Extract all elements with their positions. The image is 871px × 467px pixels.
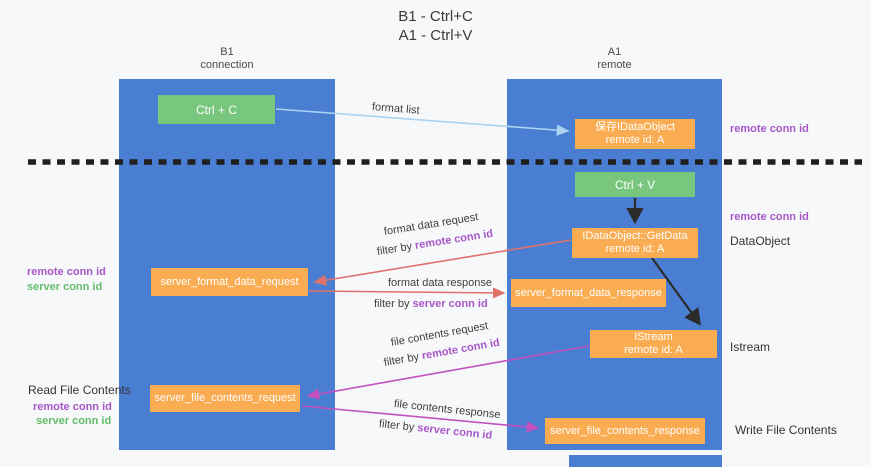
remote-conn-id-right-top: remote conn id — [730, 123, 809, 135]
right-column-header: A1 remote — [507, 46, 722, 72]
istream-box: IStream remote id: A — [590, 330, 717, 358]
server-file-contents-response-label: server_file_contents_response — [550, 424, 700, 437]
istream-side-label: Istream — [730, 340, 771, 354]
save-dataobject-line2: remote id: A — [605, 134, 665, 146]
server-format-data-request-label: server_format_data_request — [160, 275, 299, 288]
server-file-contents-request-box: server_file_contents_request — [150, 385, 300, 412]
file-contents-response-label: file contents response — [393, 398, 502, 422]
ctrl-c-box: Ctrl + C — [158, 95, 275, 124]
format-list-label: format list — [371, 101, 421, 117]
dataobject-label: DataObject — [730, 234, 791, 248]
right-column-role: remote — [597, 59, 632, 71]
ctrl-c-label: Ctrl + C — [195, 102, 237, 117]
server-format-data-response-box: server_format_data_response — [511, 279, 666, 307]
left-column-header: B1 connection — [119, 46, 335, 72]
filter-by-text: filter by — [374, 298, 413, 310]
left-column-name: B1 — [220, 46, 234, 58]
write-file-contents-label: Write File Contents — [735, 423, 837, 437]
file-contents-response-filter-label: filter by server conn id — [378, 418, 492, 442]
diagram-title: B1 - Ctrl+C A1 - Ctrl+V — [0, 7, 871, 45]
filter-by-text: filter by — [376, 240, 416, 258]
remote-conn-id-right-mid: remote conn id — [730, 211, 809, 223]
server-conn-id-left-bottom: server conn id — [36, 415, 112, 427]
server-file-contents-request-label: server_file_contents_request — [154, 392, 296, 404]
left-column-role: connection — [200, 59, 254, 71]
title-line-1: B1 - Ctrl+C — [398, 8, 473, 25]
getdata-line2: remote id: A — [605, 243, 665, 255]
remote-conn-id-left: remote conn id — [27, 266, 106, 278]
server-conn-id-left: server conn id — [27, 281, 103, 293]
filter-by-text: filter by — [378, 418, 418, 434]
right-column-name: A1 — [607, 46, 622, 58]
format-data-response-filter-label: filter by server conn id — [374, 298, 488, 310]
getdata-line1: IDataObject::GetData — [582, 230, 688, 242]
getdata-box: IDataObject::GetData remote id: A — [572, 228, 698, 258]
remote-conn-id-left-bottom: remote conn id — [33, 401, 112, 413]
istream-line1: IStream — [634, 331, 673, 343]
save-dataobject-box: 保存IDataObject remote id: A — [575, 119, 695, 149]
format-data-response-arrow — [308, 287, 506, 299]
ctrl-v-box: Ctrl + V — [575, 172, 695, 197]
title-line-2: A1 - Ctrl+V — [398, 27, 473, 44]
ctrl-v-label: Ctrl + V — [614, 177, 656, 192]
server-conn-id-text: server conn id — [416, 422, 493, 442]
save-dataobject-line1: 保存IDataObject — [594, 121, 676, 133]
bottom-lifeline-strip — [569, 455, 722, 467]
istream-line2: remote id: A — [624, 344, 683, 356]
server-format-data-response-label: server_format_data_response — [515, 286, 662, 299]
format-data-response-label: format data response — [388, 277, 492, 289]
server-conn-id-text: server conn id — [412, 298, 488, 310]
server-format-data-request-box: server_format_data_request — [151, 268, 308, 296]
server-file-contents-response-box: server_file_contents_response — [545, 418, 705, 444]
read-file-contents-label: Read File Contents — [28, 383, 131, 397]
filter-by-text: filter by — [382, 350, 423, 369]
